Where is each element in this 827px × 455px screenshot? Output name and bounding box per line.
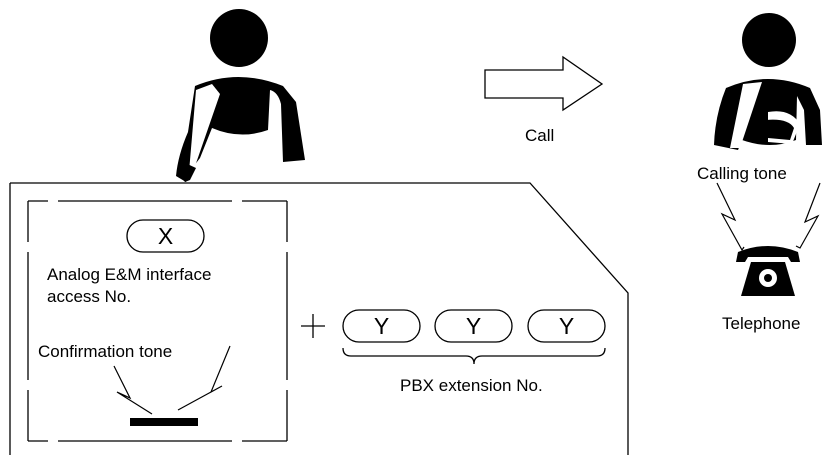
svg-text:Y: Y bbox=[374, 313, 389, 339]
plus-sign bbox=[301, 314, 325, 338]
extension-key-3: Y bbox=[527, 309, 606, 343]
confirmation-tone-label: Confirmation tone bbox=[38, 342, 173, 361]
svg-text:X: X bbox=[158, 223, 173, 249]
extension-brace bbox=[342, 347, 606, 365]
caller-person-icon bbox=[176, 9, 305, 182]
svg-text:Y: Y bbox=[559, 313, 574, 339]
telephone-icon bbox=[736, 246, 800, 296]
interface-access-label-line1: Analog E&M interface bbox=[47, 265, 212, 284]
svg-text:Y: Y bbox=[466, 313, 481, 339]
keypad-panel-outline bbox=[9, 182, 629, 455]
access-key-x: X bbox=[126, 219, 205, 253]
pbx-extension-label: PBX extension No. bbox=[400, 376, 543, 395]
interface-access-label-line2: access No. bbox=[47, 287, 132, 306]
call-label: Call bbox=[525, 126, 555, 145]
arrow-right-icon bbox=[484, 55, 604, 112]
extension-key-1: Y bbox=[342, 309, 421, 343]
extension-key-2: Y bbox=[434, 309, 513, 343]
access-box bbox=[27, 200, 288, 442]
calling-tone-label: Calling tone bbox=[697, 164, 787, 183]
telephone-label: Telephone bbox=[722, 314, 801, 333]
callee-person-icon bbox=[714, 13, 822, 150]
handset-icon bbox=[130, 418, 198, 426]
